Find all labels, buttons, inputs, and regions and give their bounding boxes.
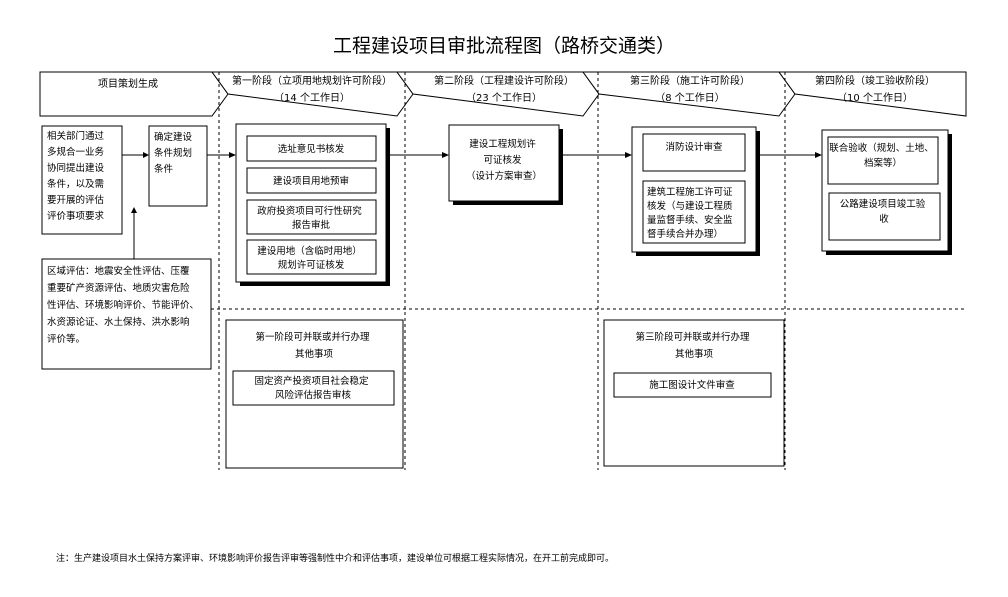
- stage1-item-1: 选址意见书核发: [278, 143, 345, 155]
- dept-coord-text: 相关部门通过 多规合一业务 协同提出建设 条件，以及需 要开展的评估 评价事项要…: [47, 130, 107, 222]
- stage1-item-2: 建设项目用地预审: [273, 175, 349, 187]
- stage-days-1: （14 个工作日）: [274, 92, 350, 104]
- stage-days-2: （23 个工作日）: [466, 92, 542, 104]
- stage1-parallel-item-1: 固定资产投资项目社会稳定 风险评估报告审核: [254, 375, 371, 401]
- stage3-item-2: 建筑工程施工许可证 核发（与建设工程质 量监督手续、安全监 督手续合并办理）: [647, 186, 736, 240]
- stage-days-4: （10 个工作日）: [837, 92, 913, 104]
- flow-arrows: [207, 152, 822, 158]
- stage-name-4: 第四阶段（竣工验收阶段）: [815, 74, 935, 87]
- footnote: 注：生产建设项目水土保持方案评审、环境影响评价报告评审等强制性中介和评估事项，建…: [56, 552, 614, 564]
- stage-name-planning: 项目策划生成: [98, 77, 158, 90]
- stage3-item-1: 消防设计审查: [665, 141, 723, 153]
- stage-header: 项目策划生成 第一阶段（立项用地规划许可阶段） （14 个工作日） 第二阶段（工…: [39, 71, 967, 117]
- stage-name-3: 第三阶段（施工许可阶段）: [630, 74, 750, 87]
- stage4-item-1: 联合验收（规划、土地、 档案等）: [829, 142, 937, 169]
- stage-separators: [211, 72, 966, 470]
- region-eval-text: 区域评估：地震安全性评估、压覆 重要矿产资源评估、地质灾害危险 性评估、环境影响…: [47, 265, 202, 345]
- stage-name-1: 第一阶段（立项用地规划许可阶段）: [232, 74, 392, 87]
- stage1-parallel-title: 第一阶段可并联或并行办理 其他事项: [255, 331, 372, 360]
- chart-title: 工程建设项目审批流程图（路桥交通类）: [333, 35, 675, 57]
- stage-arrow-2: [396, 71, 600, 117]
- stage-name-2: 第二阶段（工程建设许可阶段）: [434, 74, 574, 87]
- confirm-conditions-text: 确定建设 条件规划 条件: [154, 131, 195, 175]
- stage3-parallel-title: 第三阶段可并联或并行办理 其他事项: [635, 331, 752, 360]
- stage1-item-3: 政府投资项目可行性研究 报告审批: [257, 205, 365, 231]
- stage1-section: 选址意见书核发 建设项目用地预审 政府投资项目可行性研究 报告审批 建设用地（含…: [225, 123, 404, 469]
- stage3-section: 消防设计审查 建筑工程施工许可证 核发（与建设工程质 量监督手续、安全监 督手续…: [603, 126, 785, 467]
- stage-arrow-3: [582, 71, 796, 117]
- planning-section: 相关部门通过 多规合一业务 协同提出建设 条件，以及需 要开展的评估 评价事项要…: [41, 125, 212, 370]
- stage3-parallel-item-1: 施工图设计文件审查: [649, 379, 735, 391]
- stage-arrow-4: [778, 71, 967, 117]
- stage2-item-1: 建设工程规划许 可证核发 （设计方案审查）: [466, 138, 542, 182]
- stage-arrow-planning: [39, 71, 229, 117]
- stage-days-3: （8 个工作日）: [655, 92, 725, 104]
- stage4-item-2: 公路建设项目竣工验 收: [840, 198, 929, 225]
- stage4-section: 联合验收（规划、土地、 档案等） 公路建设项目竣工验 收: [821, 129, 952, 255]
- stage1-item-4: 建设用地（含临时用地） 规划许可证核发: [257, 245, 365, 271]
- stage2-section: 建设工程规划许 可证核发 （设计方案审查）: [448, 124, 563, 205]
